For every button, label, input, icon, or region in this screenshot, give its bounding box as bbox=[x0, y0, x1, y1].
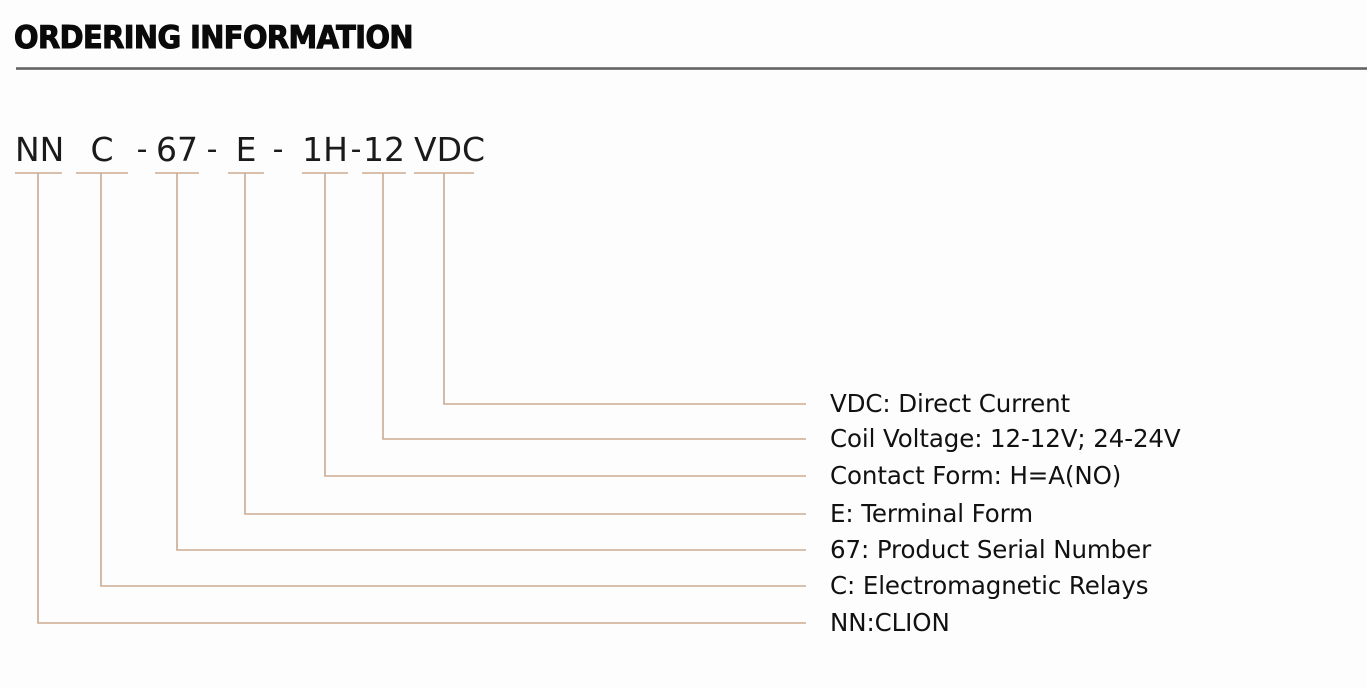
header-section: ORDERING INFORMATION bbox=[0, 0, 1367, 80]
code-segment-serial: 67 bbox=[156, 130, 198, 169]
legend-label-coil_voltage: Coil Voltage: 12-12V; 24-24V bbox=[830, 424, 1181, 453]
code-separator-2: - bbox=[206, 132, 218, 167]
code-separator-3: - bbox=[272, 132, 284, 167]
leader-line-category bbox=[100, 173, 806, 587]
code-segment-terminal: E bbox=[235, 130, 257, 169]
leader-line-coil_voltage bbox=[382, 173, 806, 440]
code-segment-coil_voltage: 12 bbox=[363, 130, 405, 169]
legend-label-category: C: Electromagnetic Relays bbox=[830, 571, 1149, 600]
page-title: ORDERING INFORMATION bbox=[13, 19, 414, 56]
code-segment-current_type: VDC bbox=[414, 130, 486, 169]
code-segment-contact_form: 1H bbox=[302, 130, 348, 169]
leader-lines-svg bbox=[15, 172, 806, 624]
leader-line-contact_form bbox=[324, 173, 806, 477]
leader-line-VDC bbox=[443, 173, 806, 405]
leader-line-serial bbox=[176, 173, 806, 551]
title-divider bbox=[16, 67, 1367, 70]
code-separator-1: - bbox=[136, 132, 148, 167]
legend-label-contact_form: Contact Form: H=A(NO) bbox=[830, 461, 1122, 490]
legend-label-serial: 67: Product Serial Number bbox=[830, 535, 1152, 564]
leader-line-paths bbox=[37, 173, 806, 624]
leader-line-terminal bbox=[244, 173, 806, 515]
code-segment-category: C bbox=[90, 130, 114, 169]
code-segment-brand: NN bbox=[15, 130, 65, 169]
legend-label-VDC: VDC: Direct Current bbox=[830, 389, 1071, 418]
code-separator-4: - bbox=[350, 132, 362, 167]
legend-label-terminal: E: Terminal Form bbox=[830, 499, 1033, 528]
legend-label-brand: NN:CLION bbox=[830, 608, 950, 637]
leader-line-brand bbox=[37, 173, 806, 624]
